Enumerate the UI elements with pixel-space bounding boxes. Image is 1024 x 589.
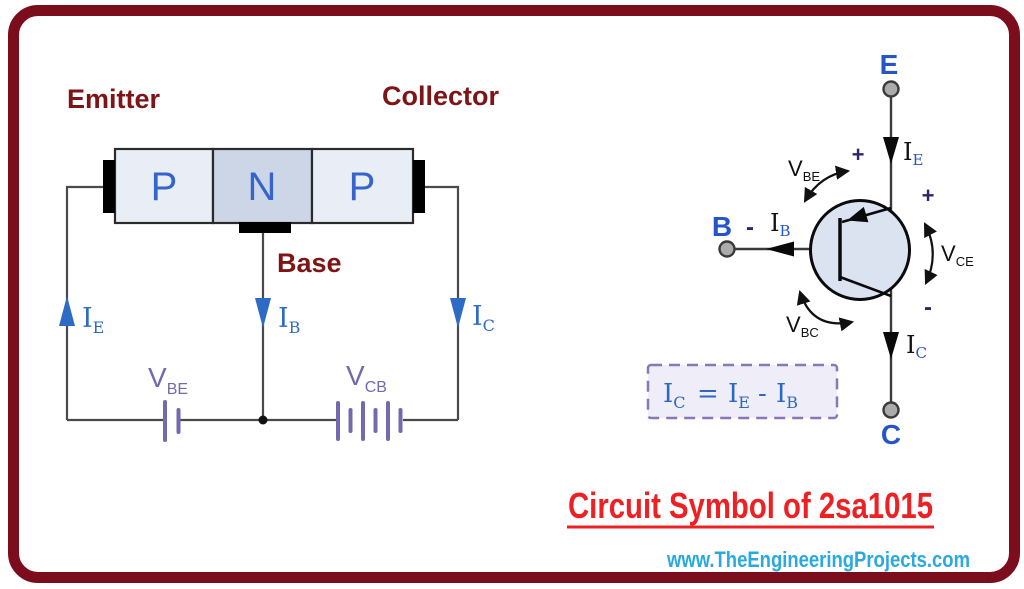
equation-box bbox=[646, 363, 839, 420]
p-region-right-letter: P bbox=[349, 165, 376, 209]
vce-arc-arrow bbox=[924, 222, 938, 285]
plus-sign-vce: + bbox=[922, 183, 935, 208]
ie-up-arrow bbox=[59, 296, 75, 326]
vbe-voltage-label: VBE bbox=[788, 156, 820, 184]
pnp-block-diagram: Emitter Collector Base P N P IE bbox=[59, 81, 500, 442]
vce-voltage-label: VCE bbox=[941, 241, 974, 269]
vbc-voltage-label: VBC bbox=[786, 312, 819, 340]
minus-sign-base: - bbox=[746, 214, 754, 241]
p-region-left bbox=[113, 147, 215, 225]
base-heading: Base bbox=[277, 248, 342, 278]
base-contact-bar bbox=[239, 222, 291, 233]
ie-label: IE bbox=[82, 303, 104, 337]
transistor-collector-line bbox=[839, 275, 892, 298]
emitter-terminal-circle bbox=[882, 80, 900, 98]
caption-group: Circuit Symbol of 2sa1015 www.TheEnginee… bbox=[567, 485, 970, 572]
equation-text: IC=IE-IB bbox=[663, 379, 798, 412]
ie-symbol-label: IE bbox=[903, 138, 923, 169]
ic-symbol-arrow bbox=[883, 332, 899, 359]
pnp-emitter-arrowhead bbox=[847, 206, 869, 223]
base-current-arrowhead bbox=[766, 241, 794, 257]
ib-symbol-label: IB bbox=[770, 209, 791, 240]
vbe-arc-arrow bbox=[803, 165, 851, 203]
n-region bbox=[211, 147, 314, 225]
terminal-e-label: E bbox=[880, 49, 899, 80]
terminal-c-label: C bbox=[881, 419, 901, 450]
base-terminal-circle bbox=[718, 240, 736, 258]
collector-heading: Collector bbox=[382, 81, 500, 111]
vbe-source-label: VBE bbox=[148, 362, 188, 398]
emitter-wire bbox=[65, 185, 109, 420]
website-url: www.TheEngineeringProjects.com bbox=[666, 547, 970, 572]
p-region-left-letter: P bbox=[151, 165, 178, 209]
n-region-letter: N bbox=[248, 165, 277, 209]
minus-sign-vce: - bbox=[924, 294, 932, 321]
ie-symbol-arrow bbox=[883, 137, 899, 164]
ic-down-arrow bbox=[450, 298, 466, 328]
vcb-battery-symbol bbox=[336, 401, 403, 441]
page-title: Circuit Symbol of 2sa1015 bbox=[568, 485, 933, 526]
ib-label: IB bbox=[278, 303, 300, 337]
terminal-b-label: B bbox=[712, 211, 732, 242]
collector-contact-bar bbox=[413, 160, 425, 213]
emitter-heading: Emitter bbox=[67, 84, 161, 114]
vbc-arc-arrow bbox=[796, 289, 855, 332]
ib-down-arrow bbox=[255, 298, 271, 328]
collector-wire bbox=[424, 185, 460, 420]
wire-junction-dot bbox=[258, 415, 268, 425]
p-region-right bbox=[310, 147, 415, 225]
ic-label: IC bbox=[472, 301, 495, 335]
page-border-frame bbox=[8, 5, 1020, 583]
ic-symbol-label: IC bbox=[906, 331, 927, 362]
transistor-circle bbox=[809, 199, 911, 301]
vcb-source-label: VCB bbox=[346, 360, 387, 396]
collector-terminal-circle bbox=[882, 401, 900, 419]
transistor-symbol-diagram: E B C IE IB IC VBE VCE bbox=[646, 49, 974, 450]
vbe-battery-symbol bbox=[163, 400, 181, 442]
plus-sign-vbe: + bbox=[852, 142, 865, 167]
emitter-contact-bar bbox=[103, 160, 115, 213]
